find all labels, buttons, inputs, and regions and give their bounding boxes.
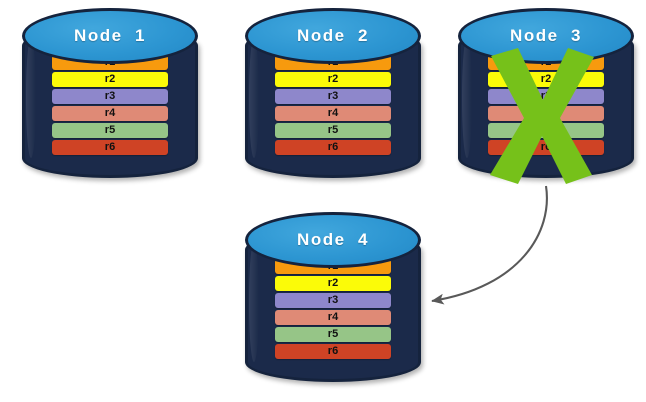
row-r3[interactable]: r3 bbox=[52, 89, 168, 104]
row-r6[interactable]: r6 bbox=[488, 140, 604, 155]
row-r6[interactable]: r6 bbox=[275, 140, 391, 155]
row-list: r1r2r3r4r5r6 bbox=[52, 55, 168, 155]
row-r4[interactable]: r4 bbox=[52, 106, 168, 121]
row-r2[interactable]: r2 bbox=[488, 72, 604, 87]
node-label: Node 2 bbox=[297, 26, 369, 45]
row-r6[interactable]: r6 bbox=[52, 140, 168, 155]
row-r5[interactable]: r5 bbox=[275, 123, 391, 138]
row-r2[interactable]: r2 bbox=[52, 72, 168, 87]
cylinder-top-cap bbox=[245, 212, 421, 268]
row-r4[interactable]: r4 bbox=[275, 106, 391, 121]
node-cylinder-node4[interactable]: r1r2r3r4r5r6Node 4 bbox=[245, 212, 421, 390]
row-list: r1r2r3r4r5r6 bbox=[275, 259, 391, 359]
node-label: Node 1 bbox=[74, 26, 146, 45]
row-r4[interactable]: r4 bbox=[275, 310, 391, 325]
node-cylinder-node2[interactable]: r1r2r3r4r5r6Node 2 bbox=[245, 8, 421, 186]
row-r6[interactable]: r6 bbox=[275, 344, 391, 359]
row-r5[interactable]: r5 bbox=[52, 123, 168, 138]
cylinder-top-cap bbox=[245, 8, 421, 64]
node-cylinder-node3[interactable]: r1r2r3r4r5r6Node 3 bbox=[458, 8, 634, 186]
node-label: Node 4 bbox=[297, 230, 369, 249]
row-r2[interactable]: r2 bbox=[275, 72, 391, 87]
cylinder-top-cap bbox=[22, 8, 198, 64]
node-label: Node 3 bbox=[510, 26, 582, 45]
row-r4[interactable]: r4 bbox=[488, 106, 604, 121]
row-r3[interactable]: r3 bbox=[275, 89, 391, 104]
row-r3[interactable]: r3 bbox=[275, 293, 391, 308]
row-r5[interactable]: r5 bbox=[275, 327, 391, 342]
row-list: r1r2r3r4r5r6 bbox=[275, 55, 391, 155]
row-list: r1r2r3r4r5r6 bbox=[488, 55, 604, 155]
node-cylinder-node1[interactable]: r1r2r3r4r5r6Node 1 bbox=[22, 8, 198, 186]
row-r2[interactable]: r2 bbox=[275, 276, 391, 291]
row-r5[interactable]: r5 bbox=[488, 123, 604, 138]
row-r3[interactable]: r3 bbox=[488, 89, 604, 104]
